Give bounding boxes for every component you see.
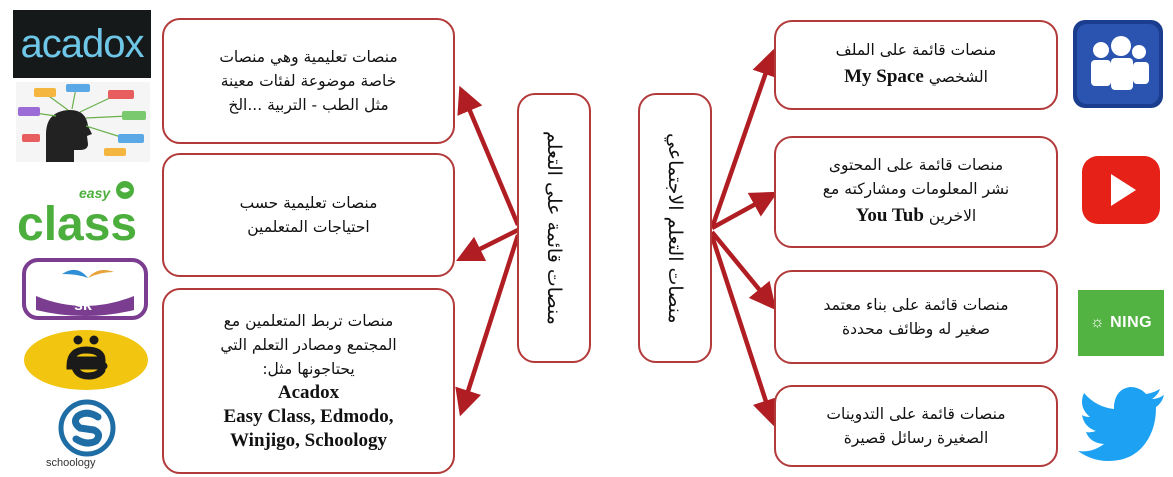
left-box-2-line-2: احتياجات المتعلمين: [247, 218, 370, 236]
easyclass-logo-easy: easy: [79, 185, 111, 201]
center-box-social-learning: منصات التعلم الاجتماعي: [638, 93, 712, 363]
edmodo-logo: [22, 328, 150, 392]
right-box-3-line-1: منصات قائمة على بناء معتمد: [823, 295, 1009, 314]
mind-map-head-image: [16, 82, 150, 162]
skolera-logo-text: sk: [74, 297, 92, 314]
center-box-learning-platforms: منصات قائمة على التعلم: [517, 93, 591, 363]
ning-logo-word: NING: [1110, 314, 1153, 331]
twitter-bird-icon: [1078, 385, 1168, 463]
right-box-profile-platforms: منصات قائمة على الملف الشخصي My Space: [774, 20, 1058, 110]
left-box-3-examples-2: Easy Class, Edmodo,: [223, 406, 394, 428]
acadox-logo: acadox: [13, 10, 151, 78]
acadox-logo-text: acadox: [20, 21, 145, 66]
easyclass-logo-class: class: [17, 198, 137, 250]
center-label-social: منصات التعلم الاجتماعي: [664, 132, 686, 324]
left-box-3-examples-3: Winjigo, Schoology: [230, 429, 387, 451]
right-box-content-platforms: منصات قائمة على المحتوى نشر المعلومات وم…: [774, 136, 1058, 248]
left-box-3-line-3: يحتاجونها مثل:: [262, 360, 355, 379]
schoology-logo: schoology: [40, 398, 134, 470]
ning-sun-icon: ☼: [1089, 314, 1106, 331]
arrow-to-right-box-3: [710, 230, 777, 311]
skolera-logo: sk: [22, 258, 148, 320]
left-box-3-examples-1: Acadox: [277, 382, 340, 404]
left-box-1-line-3: مثل الطب - التربية ...الخ: [228, 96, 389, 114]
right-box-1-line-2: الشخصي: [928, 68, 988, 87]
right-box-microblog-platforms: منصات قائمة على التدوينات الصغيرة رسائل …: [774, 385, 1058, 467]
schoology-logo-text: schoology: [46, 457, 96, 469]
center-label-learning: منصات قائمة على التعلم: [543, 131, 565, 325]
arrow-to-right-box-1: [709, 48, 779, 229]
left-box-1-line-2: خاصة موضوعة لفئات معينة: [220, 71, 397, 90]
arrow-to-right-box-2: [710, 191, 778, 230]
left-box-3-line-1: منصات تربط المتعلمين مع: [223, 312, 394, 331]
right-box-3-line-2: صغير له وظائف محددة: [841, 320, 991, 338]
right-box-4-line-1: منصات قائمة على التدوينات: [826, 404, 1006, 423]
left-box-1-line-1: منصات تعليمية وهي منصات: [219, 47, 398, 66]
arrow-to-left-box-2: [455, 227, 520, 262]
right-box-4-line-2: الصغيرة رسائل قصيرة: [843, 429, 989, 447]
right-box-2-line-2: نشر المعلومات ومشاركته مع: [822, 180, 1010, 199]
myspace-logo: [1073, 20, 1163, 108]
right-box-2-example: You Tub: [855, 205, 924, 227]
left-box-2-line-1: منصات تعليمية حسب: [239, 193, 378, 212]
left-box-community-platforms: منصات تربط المتعلمين مع المجتمع ومصادر ا…: [162, 288, 455, 474]
youtube-logo: [1078, 152, 1164, 228]
arrow-to-left-box-1: [457, 85, 521, 226]
ning-logo: ☼ NING: [1078, 290, 1164, 356]
easyclass-logo: easy class: [13, 180, 157, 250]
right-box-1-example: My Space: [844, 66, 924, 88]
left-box-specialized-platforms: منصات تعليمية وهي منصات خاصة موضوعة لفئا…: [162, 18, 455, 144]
ning-logo-text: ☼ NING: [1090, 314, 1152, 332]
left-box-3-line-2: المجتمع ومصادر التعلم التي: [220, 336, 397, 355]
right-box-2-line-3: الاخرين: [928, 207, 977, 226]
right-box-1-line-1: منصات قائمة على الملف: [835, 41, 997, 60]
left-box-learner-needs: منصات تعليمية حسب احتياجات المتعلمين: [162, 153, 455, 277]
arrow-to-left-box-3: [455, 234, 521, 417]
arrow-to-right-box-4: [709, 235, 779, 427]
right-box-2-line-1: منصات قائمة على المحتوى: [828, 156, 1004, 175]
right-box-small-build-platforms: منصات قائمة على بناء معتمد صغير له وظائف…: [774, 270, 1058, 364]
